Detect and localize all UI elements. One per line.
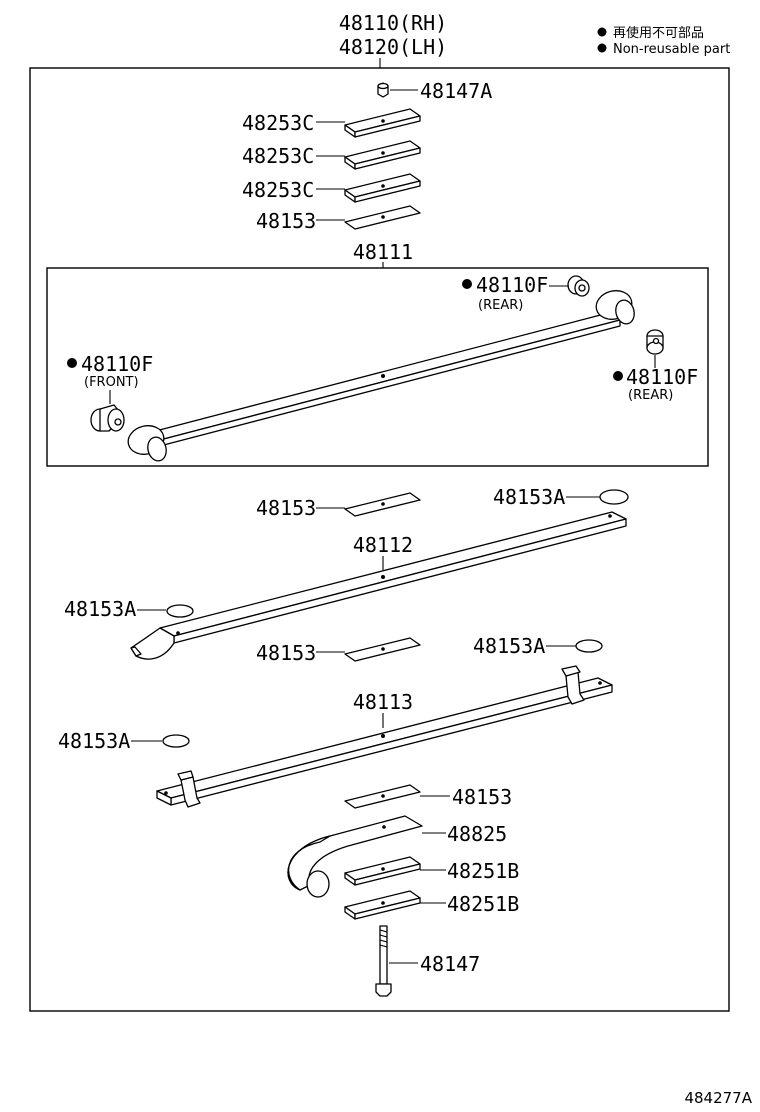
label-48147A: 48147A [420, 79, 492, 103]
assembly-lh-label: 48120(LH) [339, 35, 447, 59]
spacer-plate-48253C-3 [344, 173, 421, 203]
label-48153A-2: 48153A [64, 597, 136, 621]
plate-48251B-1 [344, 856, 421, 886]
main-leaf-48111 [127, 290, 635, 462]
label-48253C-3: 48253C [242, 178, 314, 202]
liner-48153-mid2 [344, 637, 421, 662]
label-48251B-1: 48251B [447, 859, 519, 883]
label-48111: 48111 [353, 240, 413, 264]
non-reusable-dot-icon [462, 279, 472, 289]
spacer-plate-48253C-2 [344, 140, 421, 170]
label-48251B-2: 48251B [447, 892, 519, 916]
bushing-48110F-rear-top [567, 275, 590, 297]
note-rear-top: (REAR) [478, 298, 523, 313]
label-48147: 48147 [420, 952, 480, 976]
label-48153-mid2: 48153 [256, 641, 316, 665]
label-48153-low: 48153 [452, 785, 512, 809]
label-48153-mid1: 48153 [256, 496, 316, 520]
legend-english: Non-reusable part [613, 42, 730, 57]
figure-number: 484277A [684, 1089, 752, 1107]
second-leaf-48112 [130, 511, 627, 660]
label-48153A-3: 48153A [473, 634, 545, 658]
bushing-48110F-rear-right [646, 329, 664, 355]
non-reusable-dot-icon [67, 358, 77, 368]
center-bolt-48147 [375, 925, 392, 997]
label-48825: 48825 [447, 822, 507, 846]
label-48110F-rear-top: 48110F [476, 273, 548, 297]
liner-48153-top [344, 205, 421, 230]
note-front: (FRONT) [84, 375, 139, 390]
non-reusable-dot-icon [613, 371, 623, 381]
label-48110F-front: 48110F [81, 352, 153, 376]
label-48253C-2: 48253C [242, 144, 314, 168]
bushing-48110F-front [90, 404, 125, 432]
liner-48153-mid1 [344, 492, 421, 517]
pad-48153A-3 [575, 639, 603, 653]
label-48153-top: 48153 [256, 209, 316, 233]
label-48112: 48112 [353, 533, 413, 557]
pad-48153A-4 [162, 734, 190, 748]
non-reusable-dot-icon [597, 43, 607, 53]
spacer-plate-48253C-1 [344, 108, 421, 138]
plate-48251B-2 [344, 890, 421, 920]
third-leaf-48113 [156, 665, 613, 808]
main-leaf-subframe [46, 267, 709, 467]
non-reusable-dot-icon [597, 27, 607, 37]
label-48153A-1: 48153A [493, 485, 565, 509]
nut-48147A [377, 82, 389, 98]
pad-48153A-2 [166, 604, 194, 618]
label-48253C-1: 48253C [242, 111, 314, 135]
legend-japanese: 再使用不可部品 [613, 25, 704, 41]
pad-48153A-1 [599, 489, 629, 505]
label-48153A-4: 48153A [58, 729, 130, 753]
label-48113: 48113 [353, 690, 413, 714]
note-rear-right: (REAR) [628, 388, 673, 403]
assembly-rh-label: 48110(RH) [339, 11, 447, 35]
helper-spring-48825 [287, 815, 423, 898]
liner-48153-low [344, 784, 421, 809]
label-48110F-rear-right: 48110F [626, 365, 698, 389]
assembly-frame [29, 67, 730, 1012]
